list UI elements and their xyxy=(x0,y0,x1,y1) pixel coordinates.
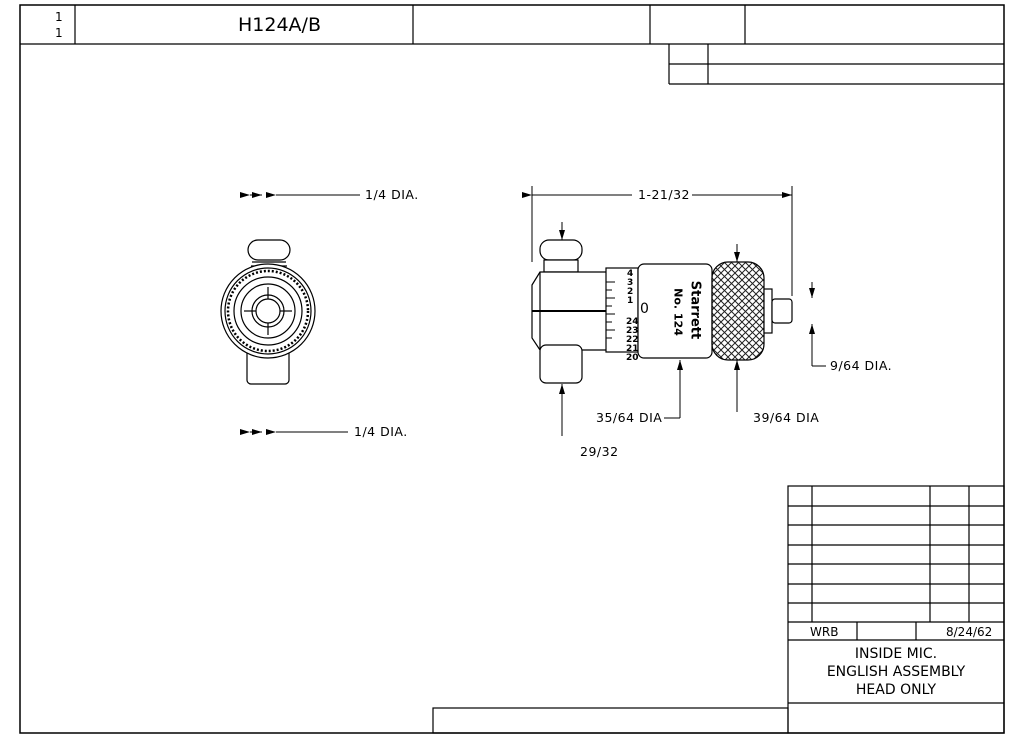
side-view-dimensions xyxy=(522,186,826,436)
sheet-total: 1 xyxy=(55,26,63,40)
header-strip xyxy=(20,5,1004,85)
side-view-bottom-anvil xyxy=(539,344,583,384)
ratchet-knurl xyxy=(711,261,765,361)
title-line-3: HEAD ONLY xyxy=(855,682,937,698)
model-marking: No. 124 xyxy=(671,288,685,336)
title-line-1: INSIDE MIC. xyxy=(854,646,938,662)
spindle-dia-dim: 9/64 DIA. xyxy=(830,358,893,373)
thimble-dia-dim: 39/64 DIA xyxy=(753,410,820,425)
sleeve-dia-dim: 35/64 DIA xyxy=(596,410,663,425)
spindle-tip xyxy=(763,288,773,334)
end-view-bottom-dim: 1/4 DIA. xyxy=(354,424,408,439)
drawing-number: H124A/B xyxy=(238,14,321,36)
end-view xyxy=(220,239,316,385)
side-view xyxy=(531,239,793,384)
drawing-date: 8/24/62 xyxy=(946,625,993,639)
drawn-by: WRB xyxy=(810,625,839,639)
anvil-offset-dim: 29/32 xyxy=(580,444,619,459)
sleeve-scale-digits: 4 3 2 1 xyxy=(627,269,634,306)
end-view-top-anvil xyxy=(247,239,291,261)
sheet-number: 1 xyxy=(55,10,63,24)
title-line-2: ENGLISH ASSEMBLY xyxy=(826,664,966,680)
title-block-grid xyxy=(432,485,1005,734)
thimble-zero: 0 xyxy=(640,301,649,317)
side-view-top-anvil xyxy=(539,239,583,261)
end-view-dimensions xyxy=(240,192,360,435)
brand-marking: Starrett xyxy=(687,280,703,340)
thimble-scale-digits: 24 23 22 21 20 xyxy=(626,317,639,363)
end-view-top-dim: 1/4 DIA. xyxy=(365,187,419,202)
overall-length-dim: 1-21/32 xyxy=(638,187,690,202)
